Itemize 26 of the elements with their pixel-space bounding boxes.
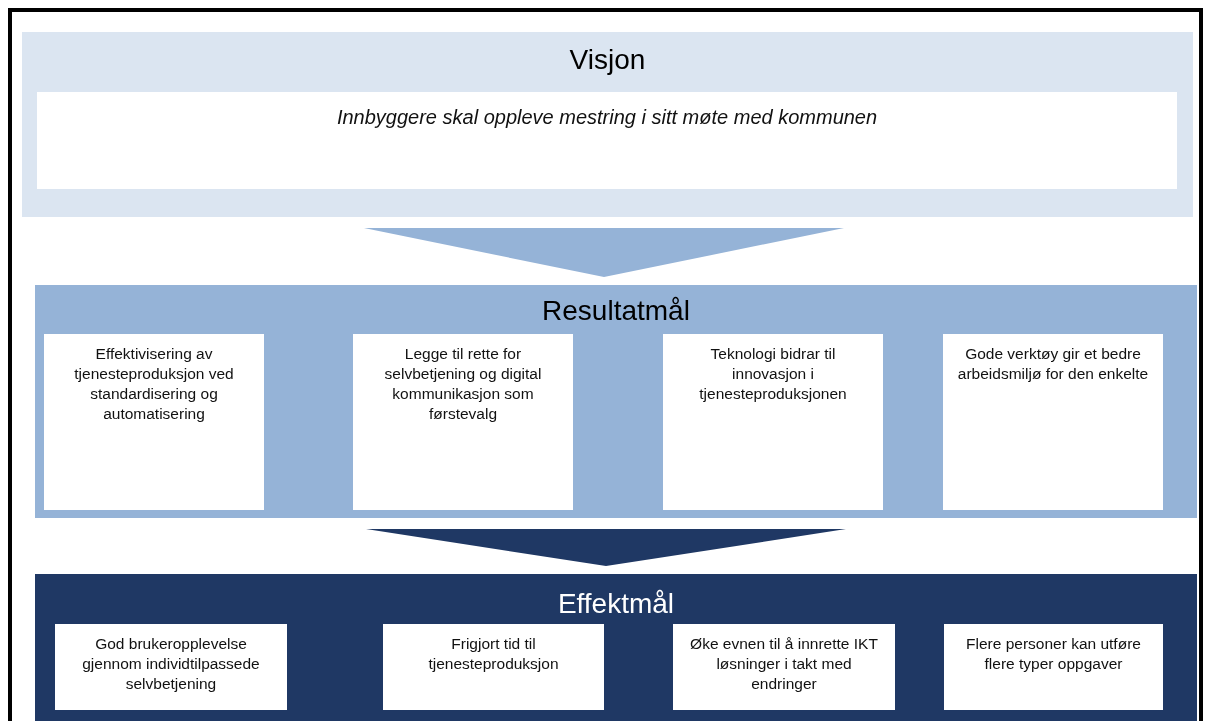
goal-text: God brukeropplevelse gjennom individtilpassede selvbetjening	[81, 634, 261, 695]
vision-box	[37, 92, 1177, 189]
goal-box	[663, 334, 883, 510]
goal-box	[55, 624, 287, 710]
section-heading: Visjon	[568, 46, 647, 74]
section-band	[35, 285, 1197, 518]
goal-box	[944, 624, 1163, 710]
section-band	[22, 32, 1193, 217]
goal-text: Flere personer kan utføre flere typer oppgaver	[965, 634, 1142, 675]
section-band	[35, 574, 1197, 721]
goal-box	[383, 624, 604, 710]
goal-box	[673, 624, 895, 710]
chevron-arrow	[366, 529, 846, 566]
goal-text: Teknologi bidrar til innovasjon i tjenesteproduksjonen	[698, 344, 848, 405]
goal-text: Effektivisering av tjenesteproduksjon ved standardisering og automatisering	[73, 344, 235, 425]
goal-text: Legge til rette for selvbetjening og digital kommunikasjon som førstevalg	[383, 344, 543, 425]
goal-box	[943, 334, 1163, 510]
chevron-arrow	[364, 228, 844, 277]
goal-box	[353, 334, 573, 510]
section-heading: Resultatmål	[541, 297, 691, 325]
vision-statement: Innbyggere skal oppleve mestring i sitt møte med kommunen	[336, 105, 878, 130]
section-heading: Effektmål	[556, 590, 676, 618]
goal-box	[44, 334, 264, 510]
goal-text: Øke evnen til å innrette IKT løsninger i takt med endringer	[689, 634, 879, 695]
goal-text: Gode verktøy gir et bedre arbeidsmiljø for den enkelte	[956, 344, 1150, 385]
goal-text: Frigjort tid til tjenesteproduksjon	[427, 634, 560, 675]
